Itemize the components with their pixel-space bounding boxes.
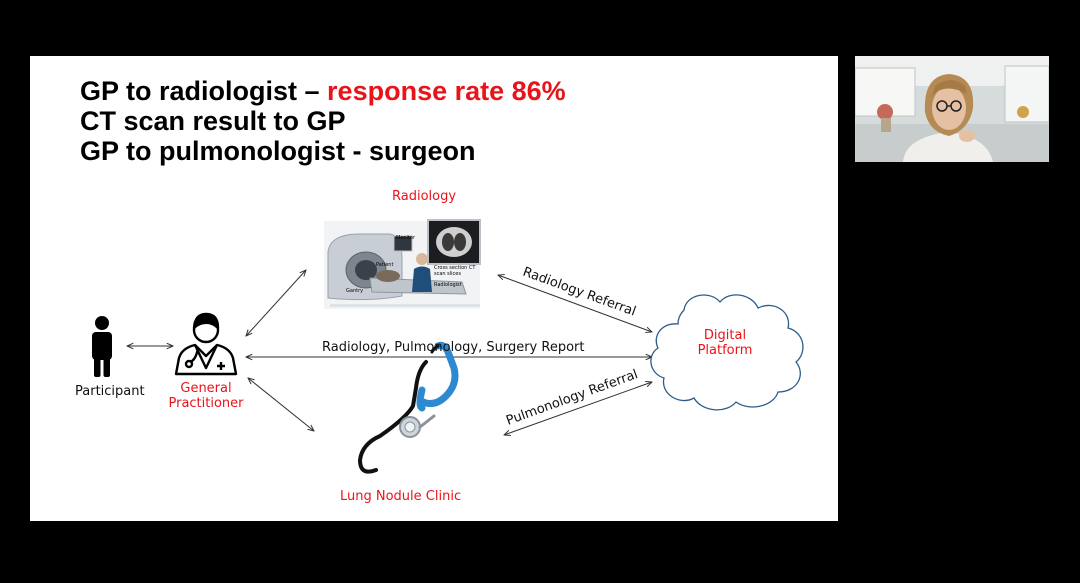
digital-platform-cloud (650, 294, 804, 411)
clinic-platform-arrow (504, 382, 652, 435)
radiology-referral-label: Radiology Referral (521, 265, 638, 320)
pulmonology-referral-label: Pulmonology Referral (504, 367, 640, 429)
stethoscope-icon (357, 341, 459, 474)
presenter-video-tile (855, 56, 1049, 162)
radiology-platform-arrow (498, 275, 652, 332)
ct-cross-section-label-2: scan slices (434, 271, 461, 277)
headline-line-3: GP to pulmonologist - surgeon (80, 136, 476, 166)
ct-monitor-label: Monitor (396, 235, 416, 241)
digital-platform-label: Digital Platform (697, 328, 753, 358)
presentation-slide: GP to radiologist – response rate 86% CT… (30, 56, 838, 521)
ct-cross-section-label-1: Cross section CT (434, 265, 476, 271)
lung-nodule-clinic-label: Lung Nodule Clinic (340, 489, 462, 504)
gp-clinic-arrow (248, 378, 314, 431)
gp-radiology-arrow (246, 270, 306, 336)
workflow-diagram: Monitor Patient Cross section CT scan sl… (92, 219, 804, 474)
presenter-video-icon (855, 56, 1049, 162)
participant-icon (92, 316, 112, 377)
response-rate-highlight: response rate 86% (327, 76, 566, 106)
ct-radiologist-label: Radiologist (434, 282, 462, 288)
general-practitioner-label: General Practitioner (168, 381, 244, 411)
headline-line-1: GP to radiologist – response rate 86% (80, 76, 566, 106)
doctor-icon (174, 312, 238, 376)
ct-patient-label: Patient (376, 262, 393, 268)
ct-scanner-image: Monitor Patient Cross section CT scan sl… (324, 219, 481, 309)
headline-line-2: CT scan result to GP (80, 106, 346, 136)
radiology-node-label: Radiology (392, 189, 457, 204)
report-edge-label: Radiology, Pulmonology, Surgery Report (322, 340, 584, 355)
participant-label: Participant (75, 384, 145, 399)
ct-gantry-label: Gantry (346, 288, 363, 294)
